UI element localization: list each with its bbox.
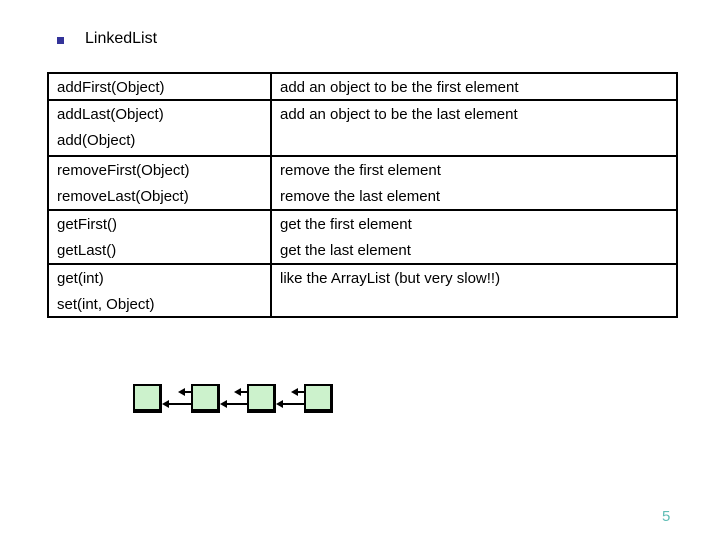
method-name: set(int, Object): [57, 296, 155, 313]
stub-arrowhead-icon: [178, 388, 185, 396]
method-name: getLast(): [57, 242, 117, 259]
method-name: removeLast(Object): [57, 188, 189, 205]
method-description: remove the first element: [280, 162, 441, 179]
bullet-icon: [57, 37, 64, 44]
description-cell: like the ArrayList (but very slow!!): [272, 265, 676, 316]
prev-pointer-arrowhead-icon: [162, 400, 169, 408]
table-row: removeFirst(Object) removeLast(Object) r…: [49, 155, 676, 209]
method-cell: removeFirst(Object) removeLast(Object): [49, 157, 272, 209]
methods-table: addFirst(Object) add an object to be the…: [47, 72, 678, 318]
prev-pointer-line: [227, 403, 247, 405]
method-description: like the ArrayList (but very slow!!): [280, 270, 501, 287]
method-description: add an object to be the last element: [280, 106, 518, 123]
description-cell: add an object to be the first element: [272, 74, 676, 99]
stub-arrowhead-icon: [234, 388, 241, 396]
description-cell: get the first element get the last eleme…: [272, 211, 676, 263]
stub-line: [241, 391, 247, 393]
table-row: addFirst(Object) add an object to be the…: [49, 74, 676, 99]
method-cell: getFirst() getLast(): [49, 211, 272, 263]
method-name: removeFirst(Object): [57, 162, 190, 179]
method-description: add an object to be the first element: [280, 79, 519, 96]
page-number: 5: [662, 508, 671, 525]
stub-line: [298, 391, 304, 393]
method-name: addLast(Object): [57, 106, 164, 123]
prev-pointer-arrowhead-icon: [276, 400, 283, 408]
method-name: get(int): [57, 270, 104, 287]
list-node: [191, 384, 220, 413]
method-name: add(Object): [57, 132, 136, 149]
prev-pointer-line: [283, 403, 304, 405]
method-description: get the last element: [280, 242, 411, 259]
method-description: get the first element: [280, 216, 412, 233]
list-node: [304, 384, 333, 413]
method-cell: addLast(Object) add(Object): [49, 101, 272, 155]
table-row: addLast(Object) add(Object) add an objec…: [49, 99, 676, 155]
description-cell: remove the first element remove the last…: [272, 157, 676, 209]
stub-line: [185, 391, 191, 393]
table-row: getFirst() getLast() get the first eleme…: [49, 209, 676, 263]
method-name: addFirst(Object): [57, 79, 165, 96]
method-cell: addFirst(Object): [49, 74, 272, 99]
prev-pointer-line: [169, 403, 191, 405]
linked-list-diagram: [133, 384, 343, 418]
description-cell: add an object to be the last element: [272, 101, 676, 155]
method-description: remove the last element: [280, 188, 441, 205]
list-node: [247, 384, 276, 413]
method-name: getFirst(): [57, 216, 117, 233]
method-cell: get(int) set(int, Object): [49, 265, 272, 316]
stub-arrowhead-icon: [291, 388, 298, 396]
slide-title: LinkedList: [85, 30, 158, 47]
prev-pointer-arrowhead-icon: [220, 400, 227, 408]
list-node: [133, 384, 162, 413]
table-row: get(int) set(int, Object) like the Array…: [49, 263, 676, 316]
